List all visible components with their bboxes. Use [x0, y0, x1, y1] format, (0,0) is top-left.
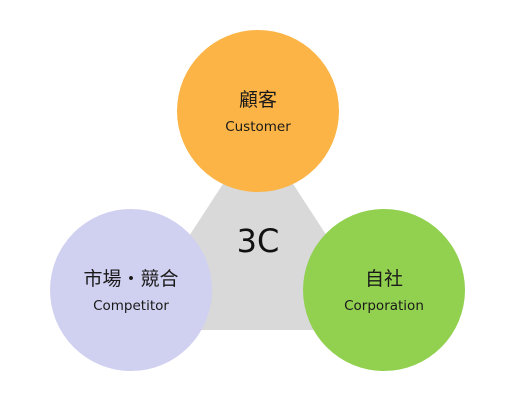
- corporation-circle: [303, 209, 465, 371]
- customer-label-jp: 顧客: [239, 89, 277, 111]
- corporation-label-jp: 自社: [365, 268, 403, 290]
- customer-circle: [177, 30, 339, 192]
- corporation-label-en: Corporation: [344, 298, 424, 314]
- competitor-circle: [50, 209, 212, 371]
- center-label-3c: 3C: [237, 222, 280, 260]
- competitor-node: 市場・競合 Competitor: [50, 209, 212, 371]
- corporation-node: 自社 Corporation: [303, 209, 465, 371]
- customer-label-en: Customer: [225, 119, 291, 135]
- competitor-label-jp: 市場・競合: [83, 268, 178, 290]
- competitor-label-en: Competitor: [93, 298, 169, 314]
- customer-node: 顧客 Customer: [177, 30, 339, 192]
